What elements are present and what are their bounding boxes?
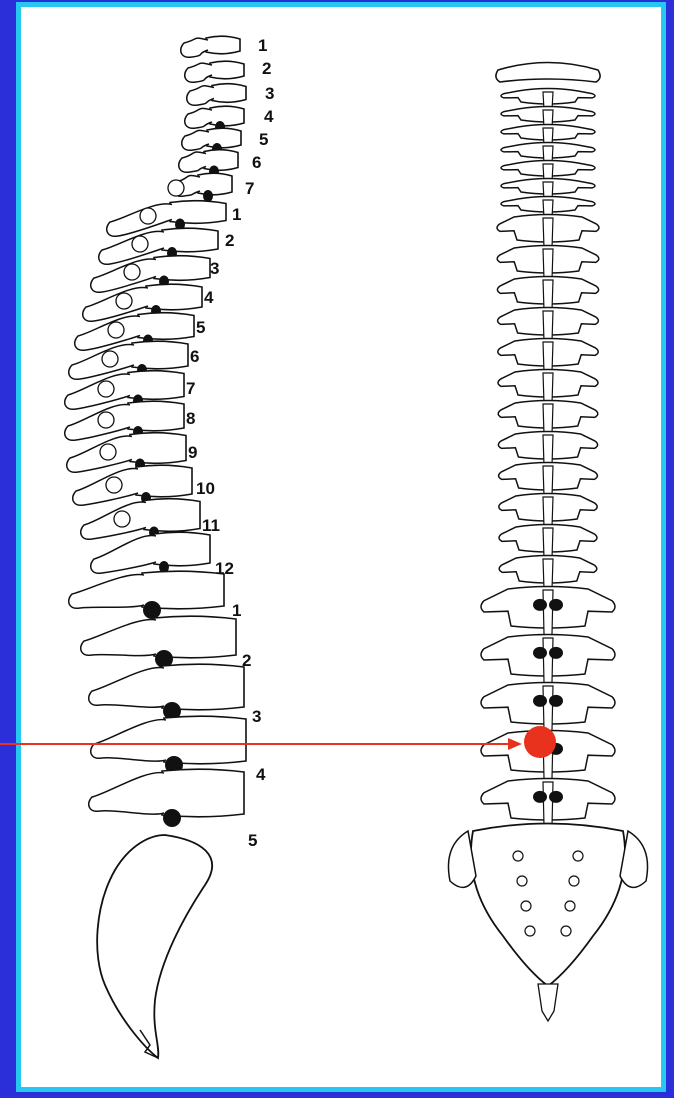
- sacral-foramen: [561, 926, 571, 936]
- vertebra-label-thoracic-11: 11: [202, 516, 220, 535]
- rib-facet: [102, 351, 118, 367]
- spinous-process: [81, 502, 146, 539]
- sacral-foramen: [525, 926, 535, 936]
- lateral-spine-view: [65, 36, 246, 1058]
- posterior-foramen: [533, 599, 547, 611]
- vertebra-label-thoracic-9: 9: [188, 443, 197, 462]
- spinous-process: [179, 152, 206, 172]
- vertebra-label-lumbar-4: 4: [256, 765, 266, 784]
- vertebral-body: [207, 128, 241, 148]
- vertebral-body: [144, 499, 200, 532]
- spinous-process: [181, 38, 208, 57]
- vertebra-label-cervical-2: 2: [262, 59, 271, 78]
- spinous-process: [185, 108, 212, 128]
- posterior-spinous: [543, 782, 553, 828]
- posterior-foramen: [549, 647, 563, 659]
- vertebral-body: [130, 433, 186, 464]
- vertebra-label-thoracic-10: 10: [196, 479, 215, 498]
- rib-facet: [132, 236, 148, 252]
- posterior-sacrum: [471, 824, 625, 987]
- sacral-foramen: [521, 901, 531, 911]
- rib-facet: [98, 381, 114, 397]
- sacral-foramen: [517, 876, 527, 886]
- posterior-coccyx: [538, 984, 558, 1021]
- vertebra-label-thoracic-7: 7: [186, 379, 195, 398]
- spinous-process: [187, 86, 214, 106]
- rib-facet: [114, 511, 130, 527]
- rib-facet: [124, 264, 140, 280]
- vertebra-label-thoracic-12: 12: [215, 559, 234, 578]
- spinous-process: [73, 469, 138, 506]
- vertebral-body: [206, 36, 240, 54]
- spinous-process: [185, 63, 212, 82]
- rib-facet: [108, 322, 124, 338]
- spinous-process: [81, 619, 156, 655]
- vertebral-body: [198, 173, 232, 195]
- rib-facet: [100, 444, 116, 460]
- vertebral-body: [210, 61, 244, 79]
- foramen-mark: [163, 809, 181, 827]
- vertebra-label-cervical-5: 5: [259, 130, 268, 149]
- rib-facet: [168, 180, 184, 196]
- rib-facet: [106, 477, 122, 493]
- posterior-spine-view: [448, 63, 647, 1022]
- vertebra-label-thoracic-8: 8: [186, 409, 195, 428]
- vertebral-body: [136, 465, 192, 497]
- sacral-foramen: [513, 851, 523, 861]
- vertebra-label-thoracic-5: 5: [196, 318, 205, 337]
- sacral-foramen: [573, 851, 583, 861]
- spinous-process: [89, 668, 164, 708]
- posterior-foramen: [549, 695, 563, 707]
- posterior-spinous: [543, 590, 553, 636]
- sacral-foramen: [569, 876, 579, 886]
- vertebral-body: [210, 106, 244, 126]
- vertebra-label-cervical-4: 4: [264, 107, 274, 126]
- vertebra-label-lumbar-3: 3: [252, 707, 261, 726]
- posterior-spinous: [543, 686, 553, 732]
- posterior-foramen: [549, 791, 563, 803]
- vertebra-label-thoracic-1: 1: [232, 205, 241, 224]
- vertebra-label-lumbar-2: 2: [242, 651, 251, 670]
- vertebra-label-thoracic-4: 4: [204, 288, 214, 307]
- rib-facet: [98, 412, 114, 428]
- posterior-foramen: [533, 695, 547, 707]
- spinous-process: [69, 574, 144, 608]
- rib-facet: [116, 293, 132, 309]
- highlight-dot: [524, 726, 556, 758]
- posterior-foramen: [549, 599, 563, 611]
- foramen-mark: [143, 601, 161, 619]
- vertebra-label-thoracic-2: 2: [225, 231, 234, 250]
- vertebra-label-thoracic-3: 3: [210, 259, 219, 278]
- vertebral-body: [204, 150, 238, 171]
- spinous-process: [182, 130, 209, 150]
- spinous-process: [91, 536, 156, 574]
- sacral-foramen: [565, 901, 575, 911]
- vertebra-label-cervical-1: 1: [258, 36, 267, 55]
- spinous-process: [67, 436, 132, 472]
- vertebra-label-cervical-6: 6: [252, 153, 261, 172]
- posterior-foramen: [533, 791, 547, 803]
- vertebra-label-thoracic-6: 6: [190, 347, 199, 366]
- atlas: [496, 63, 600, 83]
- level-pointer: [0, 726, 556, 758]
- vertebra-label-lumbar-1: 1: [232, 601, 241, 620]
- vertebral-body: [154, 532, 210, 566]
- vertebra-label-cervical-7: 7: [245, 179, 254, 198]
- vertebra-label-cervical-3: 3: [265, 84, 274, 103]
- vertebra-label-lumbar-5: 5: [248, 831, 257, 850]
- sacrum: [97, 835, 212, 1058]
- rib-facet: [140, 208, 156, 224]
- posterior-foramen: [533, 647, 547, 659]
- posterior-spinous: [543, 638, 553, 684]
- spinous-process: [89, 773, 164, 815]
- spinous-process: [91, 720, 166, 762]
- vertebral-body: [212, 84, 246, 103]
